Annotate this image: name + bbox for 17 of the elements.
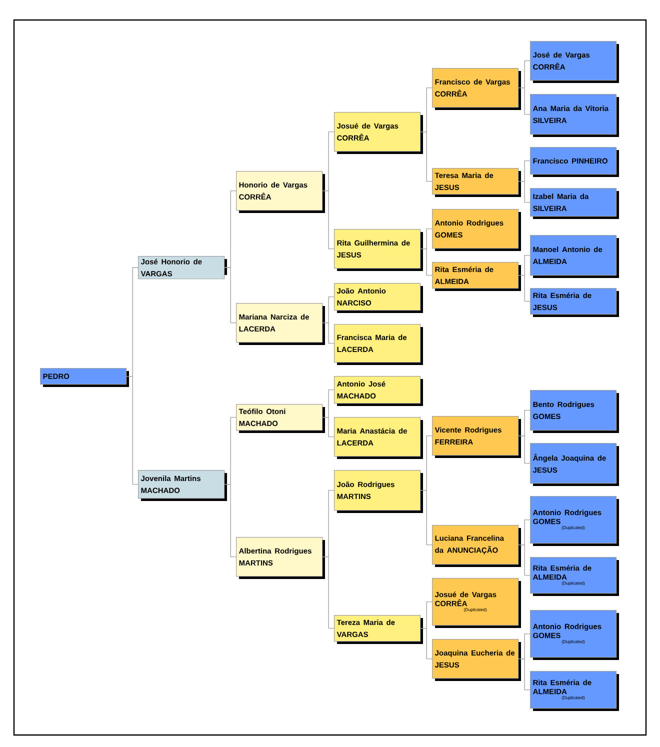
connector-line: [322, 190, 334, 250]
connector-line: [420, 490, 432, 546]
connector-line: [126, 376, 138, 485]
connector-line: [322, 416, 334, 438]
connector-line: [518, 274, 530, 302]
connector-line: [518, 658, 530, 690]
connector-line: [322, 322, 334, 344]
connector-line: [322, 556, 334, 629]
connector-line: [420, 628, 432, 660]
connector-line: [518, 435, 530, 464]
connector-line: [224, 267, 236, 324]
connector-line: [420, 131, 432, 182]
connector-line: [420, 248, 432, 276]
connector-line: [224, 484, 236, 558]
connector-line: [518, 544, 530, 576]
connector-line: [518, 87, 530, 115]
connector-line: [518, 180, 530, 203]
